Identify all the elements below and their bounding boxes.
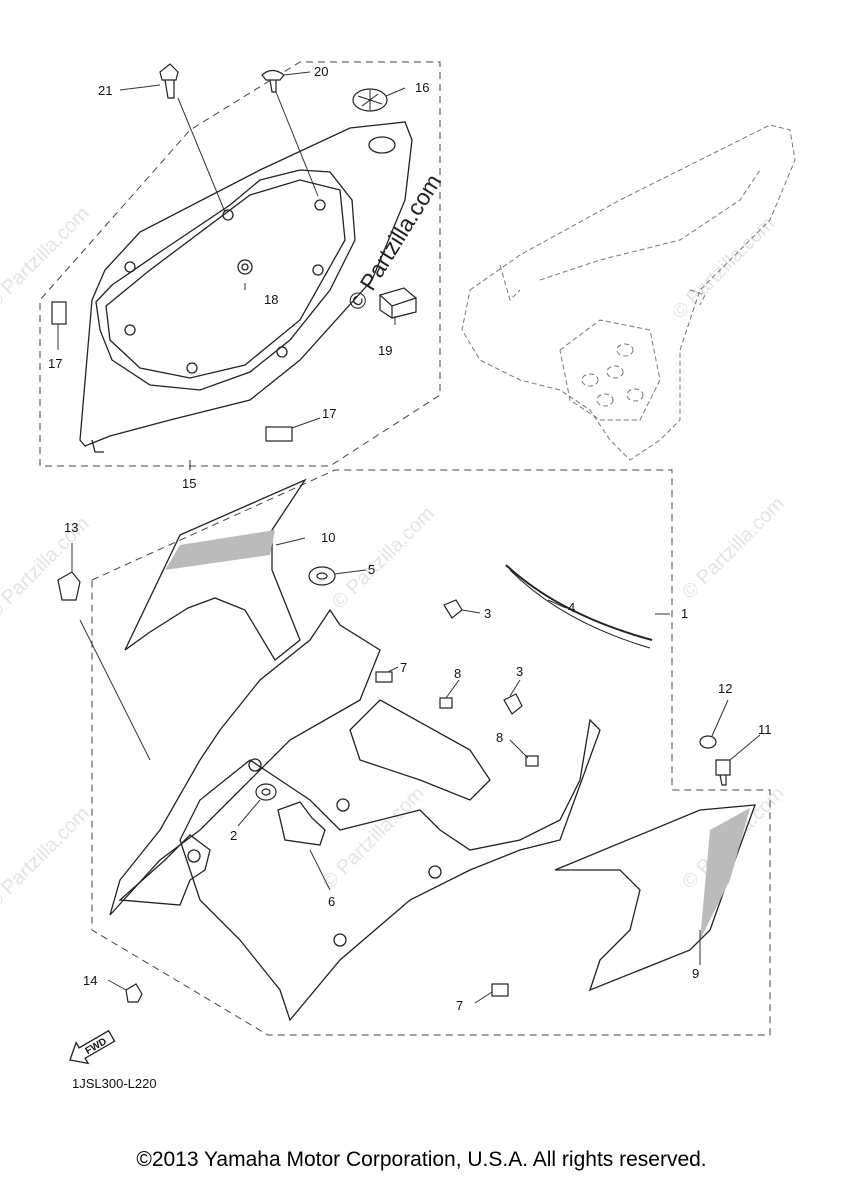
seat-cover-part-15 bbox=[79, 121, 413, 453]
fwd-arrow-icon: FWD bbox=[69, 1029, 116, 1065]
callout-7: 7 bbox=[456, 998, 463, 1013]
callout-19: 19 bbox=[378, 343, 392, 358]
inner-panel bbox=[349, 699, 491, 801]
callout-7: 7 bbox=[400, 660, 407, 675]
callout-17: 17 bbox=[48, 356, 62, 371]
watermark-faint: © Partzilla.com bbox=[668, 213, 779, 324]
damper-8-lower bbox=[525, 755, 539, 767]
callout-18: 18 bbox=[264, 292, 278, 307]
nut-3-lower bbox=[503, 693, 523, 715]
copyright-notice: ©2013 Yamaha Motor Corporation, U.S.A. A… bbox=[136, 1148, 707, 1171]
callout-6: 6 bbox=[328, 894, 335, 909]
callout-20: 20 bbox=[314, 64, 328, 79]
side-cover-main bbox=[179, 718, 601, 1022]
rivet-21 bbox=[159, 63, 179, 99]
leader-lines bbox=[57, 71, 761, 1004]
callout-8: 8 bbox=[496, 730, 503, 745]
callout-17: 17 bbox=[322, 406, 336, 421]
callout-8: 8 bbox=[454, 666, 461, 681]
damper-19 bbox=[378, 287, 418, 320]
damper-8-upper bbox=[439, 697, 453, 709]
molding-4 bbox=[505, 564, 653, 641]
background-watermarks: © Partzilla.com © Partzilla.com © Partzi… bbox=[0, 203, 789, 914]
assembly-boundary-15 bbox=[39, 61, 441, 467]
cover-10 bbox=[124, 478, 307, 661]
callout-4: 4 bbox=[568, 600, 575, 615]
side-cover-parts bbox=[109, 478, 756, 1022]
damper-17-left bbox=[51, 301, 67, 325]
frame-reference-sketch bbox=[461, 124, 796, 461]
assembly-boundary-1 bbox=[91, 469, 771, 1036]
damper-7-lower bbox=[491, 983, 509, 997]
callout-3: 3 bbox=[484, 606, 491, 621]
callout-13: 13 bbox=[64, 520, 78, 535]
diagram-code: 1JSL300-L220 bbox=[72, 1076, 157, 1091]
watermark-faint: © Partzilla.com bbox=[678, 493, 789, 604]
damper-7-upper bbox=[375, 671, 393, 683]
watermark-faint: © Partzilla.com bbox=[318, 783, 429, 894]
callout-14: 14 bbox=[83, 973, 97, 988]
grommet-12 bbox=[699, 735, 717, 749]
callout-10: 10 bbox=[321, 530, 335, 545]
watermark-faint: © Partzilla.com bbox=[0, 203, 94, 314]
callout-21: 21 bbox=[98, 83, 112, 98]
watermark-faint: © Partzilla.com bbox=[0, 513, 94, 624]
callout-3: 3 bbox=[516, 664, 523, 679]
callout-2: 2 bbox=[230, 828, 237, 843]
callout-12: 12 bbox=[718, 681, 732, 696]
callout-9: 9 bbox=[692, 966, 699, 981]
rivet-13 bbox=[57, 571, 81, 601]
watermark-faint: © Partzilla.com bbox=[328, 503, 439, 614]
bolt-20 bbox=[261, 69, 285, 93]
callout-labels: 1 2 3 3 4 5 6 7 7 8 8 9 10 11 12 13 14 1… bbox=[48, 64, 772, 1013]
nut-3-upper bbox=[443, 599, 463, 619]
side-panel-9 bbox=[554, 804, 756, 992]
small-parts-lower bbox=[57, 566, 731, 1003]
callout-11: 11 bbox=[758, 722, 772, 737]
rivet-14 bbox=[125, 983, 143, 1003]
callout-16: 16 bbox=[415, 80, 429, 95]
watermark-faint: © Partzilla.com bbox=[0, 803, 94, 914]
callout-15: 15 bbox=[182, 476, 196, 491]
fwd-label: FWD bbox=[84, 1036, 109, 1057]
callout-5: 5 bbox=[368, 562, 375, 577]
small-parts-upper bbox=[51, 63, 418, 442]
bolt-11 bbox=[715, 759, 731, 786]
damper-17-right bbox=[265, 426, 293, 442]
guide-6 bbox=[277, 801, 326, 846]
callout-1: 1 bbox=[681, 606, 688, 621]
side-cover-left bbox=[109, 608, 381, 916]
